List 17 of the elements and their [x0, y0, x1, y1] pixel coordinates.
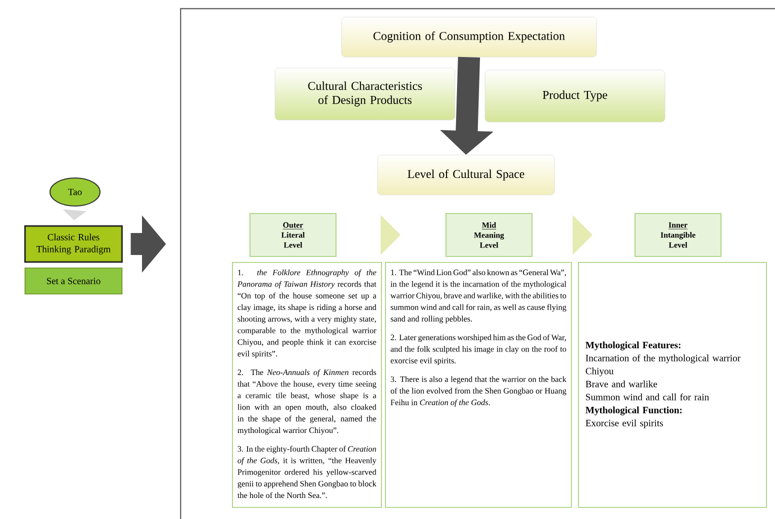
chevron-arrow: [572, 215, 593, 255]
text-box: 1. the Folklore Ethnography of the Panorama of Taiwan History records that “On top of the house someone set up a clay image, its shape is riding a horse and shooting arrows, with a very mighty state, comparable to the mythological warrior Chiyou, and people think it can exorcise evil spirits”. 2. The Neo-Annuals of Kinmen records that “Above the house, every time seeing a ceramic tile beast, whose shape is a lion with an open mouth, also cloaked in the shape of the general, named the mythological warrior Chiyou”. 3. In the eighty-fourth Chapter of Creation of the Gods, it is written, “the Heavenly Primogenitor ordered his yellow-scarved genii to apprehend Shen Gongbao to block the hole of the North Sea.”.: [232, 262, 382, 508]
level-box: Mid Meaning Level: [446, 213, 532, 257]
process-box: Set a Scenario: [24, 268, 122, 294]
process-box: Product Type: [484, 70, 666, 122]
process-box: Cultural Characteristics of Design Products: [274, 68, 456, 120]
arrow: [63, 209, 86, 220]
level-box: Outer Literal Level: [250, 213, 336, 257]
text-box: 1. The “Wind Lion God” also known as “General Wa”, in the legend it is the incarnation of the mythological warrior Chiyou, brave and warlike, with the abilities to summon wind and call for rain, as well as cause flying sand and rolling pebbles. 2. Later generations worshiped him as the God of War, and the folk sculpted his image in clay on the roof to exorcise evil spirits. 3. There is also a legend that the warrior on the back of the lion evolved from the Shen Gongbao or Huang Feihu in Creation of the Gods.: [385, 262, 572, 508]
process-box: Classic Rules Thinking Paradigm: [24, 225, 123, 263]
text-box: Mythological Features: Incarnation of the mythological warrior Chiyou Brave and warlike Summon wind and call for rain Mythological Function: Exorcise evil spirits: [578, 262, 767, 508]
panel-frame: [180, 8, 775, 519]
ellipse-node: Tao: [50, 178, 100, 206]
level-box: Inner Intangible Level: [634, 213, 722, 257]
chevron-arrow: [380, 215, 401, 255]
process-box: Level of Cultural Space: [377, 154, 555, 196]
process-box: Cognition of Consumption Expectation: [341, 16, 597, 58]
